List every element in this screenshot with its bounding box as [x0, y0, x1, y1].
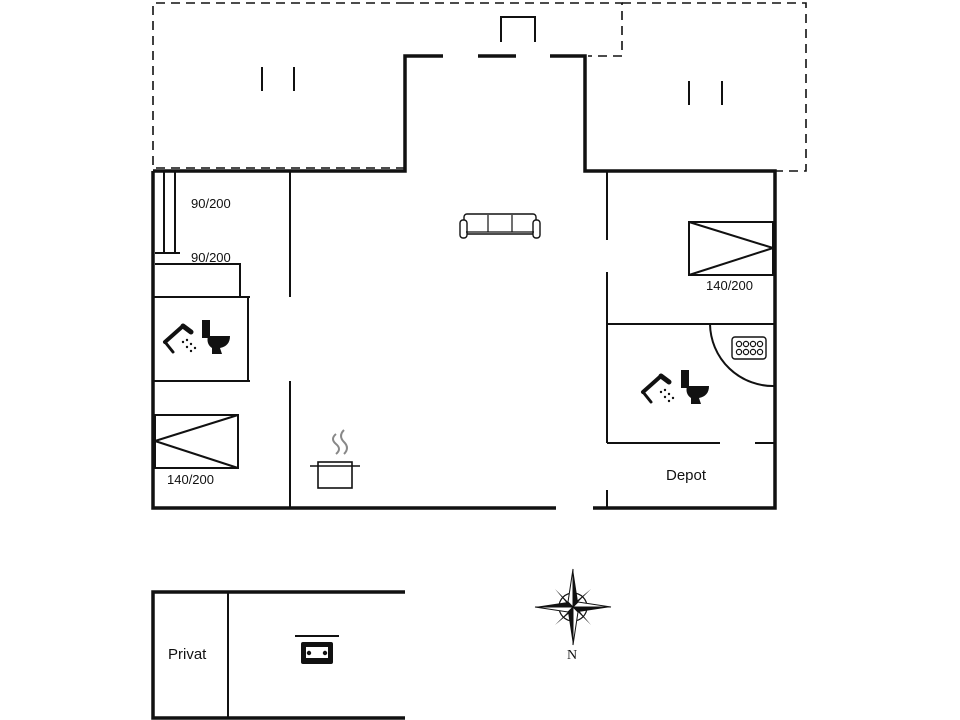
- shower-icon: [163, 323, 197, 354]
- bed-size-label: 90/200: [191, 250, 231, 265]
- bed-size-label: 140/200: [167, 472, 214, 487]
- toilet-icon: [202, 320, 230, 354]
- compass-north-label: N: [567, 648, 577, 663]
- room-label-depot: Depot: [666, 467, 707, 484]
- compass-rose-icon: [534, 568, 612, 646]
- sofa-icon: [459, 213, 541, 239]
- bed-size-label: 90/200: [191, 196, 231, 211]
- hot-tub-icon: [709, 323, 776, 388]
- bed-size-label: 140/200: [706, 278, 753, 293]
- toilet-icon: [681, 370, 709, 404]
- terrace-outlines: [152, 2, 807, 172]
- double-bed-left: [154, 414, 239, 469]
- double-bed-right: [688, 221, 774, 276]
- cooking-pot-icon: [310, 429, 360, 489]
- interior-walls: [153, 171, 775, 508]
- exterior-walls: [151, 54, 777, 510]
- room-label-privat: Privat: [168, 646, 207, 663]
- car-icon: [295, 635, 339, 664]
- annex-walls: [151, 590, 405, 720]
- shower-icon: [641, 373, 675, 404]
